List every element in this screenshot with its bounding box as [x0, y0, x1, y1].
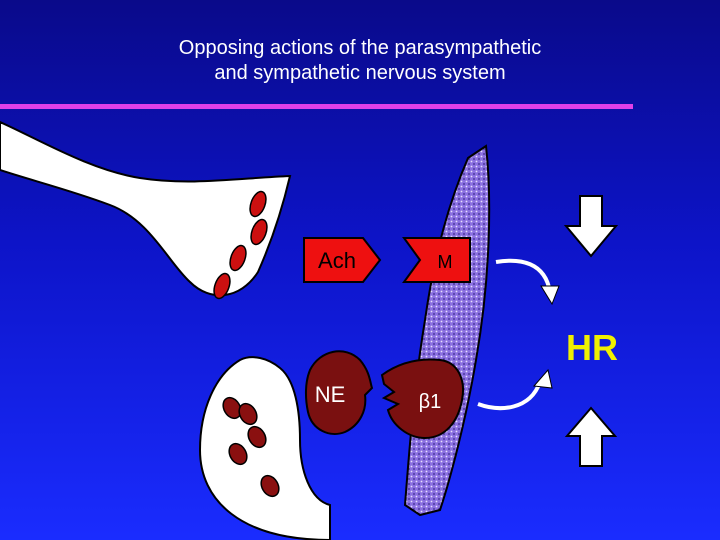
m-to-hr-arrowhead [540, 285, 560, 306]
muscarinic-receptor: M [402, 237, 471, 283]
title-line-2: and sympathetic nervous system [214, 62, 506, 84]
m-to-hr-curve [495, 258, 552, 293]
vesicle [228, 442, 248, 466]
vesicle [222, 396, 242, 420]
vesicle [213, 272, 231, 300]
ach-ligand: Ach [303, 237, 382, 283]
cardiac-cell [403, 144, 491, 517]
ne-label: NE [315, 382, 346, 407]
beta1-receptor: β1 [380, 358, 464, 440]
vesicle [238, 402, 258, 426]
beta1-label: β1 [419, 391, 442, 413]
slide-title: Opposing actions of the parasympathetic … [60, 36, 660, 86]
hr-label: HR [566, 327, 618, 368]
title-line-1: Opposing actions of the parasympathetic [178, 37, 542, 59]
title-underline [0, 104, 633, 109]
sympathetic-nerve-terminal [198, 356, 331, 540]
ne-ligand: NE [304, 350, 374, 435]
up-arrow-icon [564, 406, 618, 467]
ach-label: Ach [318, 248, 356, 273]
beta1-to-hr-arrowhead [532, 368, 553, 389]
vesicle [229, 244, 247, 272]
m-receptor-label: M [438, 252, 453, 272]
vesicle [249, 190, 267, 218]
down-arrow-icon [563, 195, 619, 258]
parasympathetic-nerve-terminal [0, 120, 292, 300]
beta1-to-hr-curve [477, 381, 542, 411]
vesicle [260, 474, 280, 498]
vesicle [247, 425, 267, 449]
vesicle [250, 218, 268, 246]
